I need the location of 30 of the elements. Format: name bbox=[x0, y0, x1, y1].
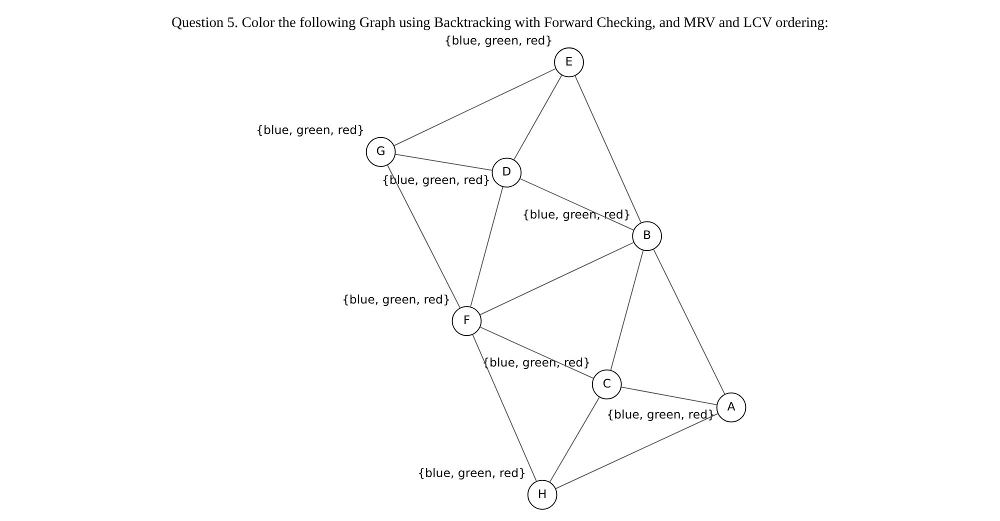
connector bbox=[395, 154, 493, 171]
node-circle: E bbox=[554, 47, 584, 78]
node-label: {blue, green, red} bbox=[342, 292, 450, 306]
node-circle: B bbox=[632, 221, 662, 252]
connector bbox=[470, 186, 504, 308]
node-label: {blue, green, red} bbox=[522, 207, 631, 222]
node-circle: H bbox=[527, 480, 558, 510]
connector bbox=[549, 396, 600, 483]
node-circle: D bbox=[492, 158, 522, 188]
connector bbox=[480, 326, 594, 379]
connector bbox=[653, 248, 726, 395]
connector bbox=[574, 75, 642, 224]
connector bbox=[513, 74, 562, 160]
node-circle: A bbox=[716, 392, 746, 422]
node-circle: C bbox=[592, 370, 622, 400]
connector bbox=[519, 178, 634, 231]
connector bbox=[472, 334, 537, 482]
connector bbox=[386, 164, 461, 308]
connector bbox=[610, 250, 644, 371]
node-label: {blue, green, red} bbox=[418, 466, 526, 480]
node-circle: F bbox=[452, 306, 482, 336]
connector bbox=[480, 242, 634, 316]
connector bbox=[620, 386, 718, 406]
connector bbox=[555, 413, 718, 490]
connector bbox=[394, 68, 556, 146]
node-label: {blue, green, red} bbox=[444, 34, 553, 48]
node-label: {blue, green, red} bbox=[256, 123, 365, 138]
diagram-title: Question 5. Color the following Graph using Backtracking with Forward Checking, and MRV and LCV ordering: bbox=[171, 14, 829, 31]
node-circle: G bbox=[366, 137, 396, 167]
node-label: {blue, green, red} bbox=[606, 408, 716, 422]
